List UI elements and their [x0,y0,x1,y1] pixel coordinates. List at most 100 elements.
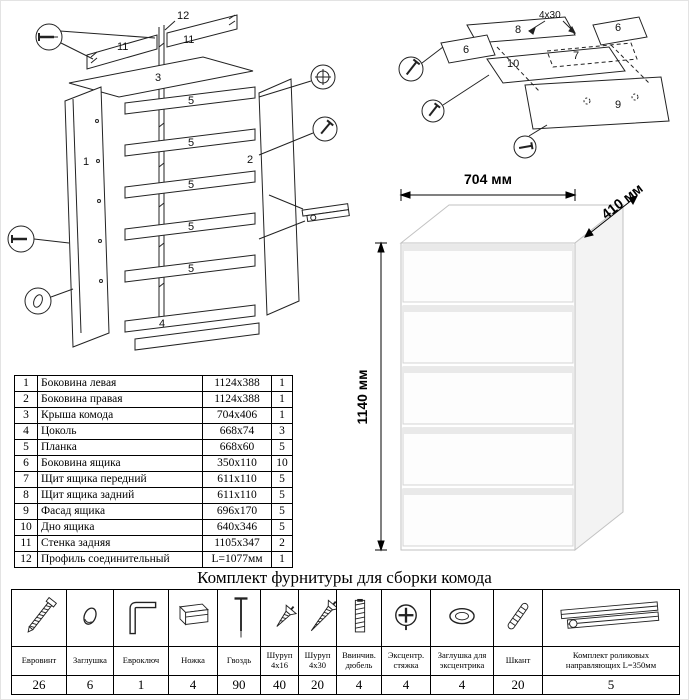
hardware-title: Комплект фурнитуры для сборки комода [197,568,492,587]
parts-cell-size: 1124x388 [202,391,272,408]
parts-cell-name: Боковина левая [37,375,203,392]
cabinet-exploded-diagram: 12 11 11 3 1 2 5 5 5 5 5 4 [7,10,350,351]
part-label-5: 5 [188,95,194,107]
chest-dimension-drawing: 704 мм 410 мм 1140 мм [354,171,646,552]
cam-cap-icon [430,589,494,647]
hardware-qty: 40 [260,675,299,695]
right-side-panel [258,78,300,316]
euroscrew-icon [11,589,67,647]
part-label-11: 11 [117,41,128,53]
hardware-name: Шкант [493,646,543,676]
parts-cell-name: Стенка задняя [37,535,203,552]
hardware-name: Шуруп 4х30 [298,646,337,676]
euroscrew-callout-icon [7,225,70,253]
parts-cell-qty: 5 [271,487,293,504]
hardware-name: Заглушка для эксцентрика [430,646,494,676]
parts-cell-size: 668x60 [202,439,272,456]
part-label-5: 5 [188,263,194,275]
hardware-qty: 4 [430,675,494,695]
parts-cell-size: 1124x388 [202,375,272,392]
parts-cell-no: 12 [14,551,38,568]
hardware-name: Шуруп 4х16 [260,646,299,676]
hardware-qty: 5 [542,675,680,695]
parts-cell-qty: 10 [271,455,293,472]
hardware-qty: 1 [113,675,169,695]
parts-cell-name: Боковина ящика [37,455,203,472]
screw-4x30-icon [298,589,337,647]
hardware-qty: 20 [298,675,337,695]
drawer-facade [524,76,670,130]
parts-cell-qty: 5 [271,471,293,488]
part-label-9: 9 [615,99,621,111]
parts-cell-size: 668x74 [202,423,272,440]
drawer-side-left [440,34,496,64]
parts-cell-no: 9 [14,503,38,520]
parts-cell-name: Планка [37,439,203,456]
nail-icon [217,589,261,647]
drawer-slide-icon [301,203,350,223]
parts-cell-no: 1 [14,375,38,392]
part-label-1: 1 [83,156,89,168]
parts-cell-name: Профиль соединительный [37,551,203,568]
parts-cell-size: 350x110 [202,455,272,472]
part-label-11: 11 [183,34,194,46]
drawer-exploded-diagram: 4х30 8 6 6 10 7 9 [398,10,670,159]
part-label-5: 5 [188,221,194,233]
parts-cell-qty: 5 [271,519,293,536]
screw-callout-icon [258,116,338,156]
parts-cell-qty: 2 [271,535,293,552]
phillips-callout-icon [258,64,336,98]
parts-cell-no: 2 [14,391,38,408]
parts-cell-qty: 1 [271,375,293,392]
width-dimension-label: 704 мм [464,171,512,187]
drawer-side-right [592,16,648,46]
parts-cell-size: 611x110 [202,471,272,488]
part-label-12: 12 [177,10,189,22]
parts-cell-size: 1105x347 [202,535,272,552]
long-screw-callout-icon [398,46,444,82]
screw-4x16-icon [260,589,299,647]
hardware-name: Эксцентр. стяжка [381,646,431,676]
left-side-panel [64,86,110,348]
front-planks [124,86,256,283]
parts-cell-no: 11 [14,535,38,552]
part-label-3: 3 [155,72,161,84]
part-label-4: 4 [159,318,165,330]
top-panel [68,56,254,98]
drawer-front-inner [546,42,638,68]
parts-cell-name: Фасад ящика [37,503,203,520]
hardware-qty: 26 [11,675,67,695]
parts-cell-name: Цоколь [37,423,203,440]
hardware-qty: 20 [493,675,543,695]
height-dimension-label: 1140 мм [354,370,370,425]
hardware-qty: 6 [66,675,114,695]
parts-cell-size: 640x346 [202,519,272,536]
cap-icon [66,589,114,647]
plinth-boards [124,304,260,351]
parts-cell-no: 4 [14,423,38,440]
part-label-8: 8 [515,24,521,36]
leg-icon [168,589,218,647]
parts-cell-qty: 5 [271,503,293,520]
threaded-dowel-icon [336,589,382,647]
hardware-name: Евровинт [11,646,67,676]
parts-cell-no: 5 [14,439,38,456]
hardware-name: Гвоздь [217,646,261,676]
hardware-name: Ввинчив. дюбель [336,646,382,676]
drawer-bottom [486,46,626,84]
screw-callout-icon [421,74,490,123]
